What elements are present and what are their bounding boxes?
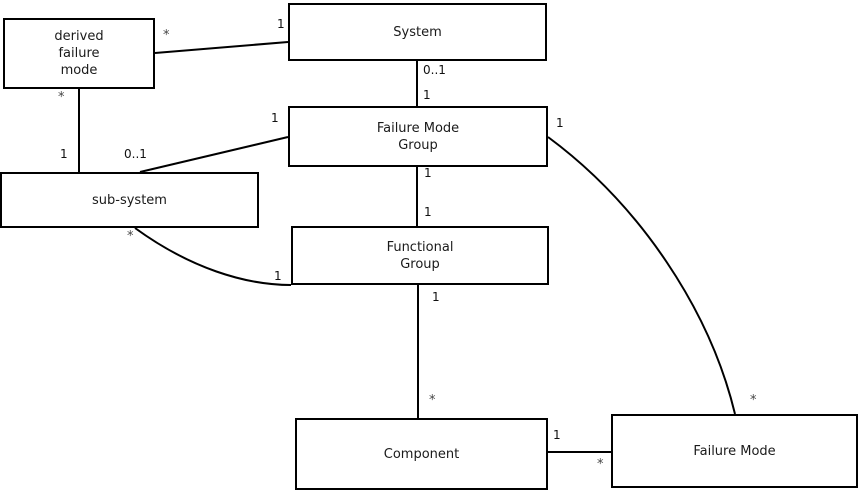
- association-derived-failure-mode--system: [154, 41, 289, 54]
- multiplicity-fmg-to-fg-one: 1: [424, 166, 432, 180]
- multiplicity-dfm-to-subsystem-star: *: [58, 90, 65, 105]
- multiplicity-fg-from-subsystem-one: 1: [274, 269, 282, 283]
- multiplicity-fg-from-fmg-one: 1: [424, 205, 432, 219]
- multiplicity-component-to-fm-one: 1: [553, 428, 561, 442]
- class-name-derived-failure-mode: derived failure mode: [54, 29, 104, 78]
- class-box-failure-mode-group[interactable]: Failure Mode Group: [288, 106, 548, 167]
- class-name-sub-system: sub-system: [92, 192, 167, 208]
- association-sub-system--failure-mode-group: [139, 136, 289, 173]
- multiplicity-fmg-from-system-one: 1: [423, 88, 431, 102]
- multiplicity-fm-from-fmg-star: *: [750, 393, 757, 408]
- class-box-failure-mode[interactable]: Failure Mode: [611, 414, 858, 488]
- multiplicity-subsystem-to-fmg-zero-one: 0..1: [124, 147, 147, 161]
- multiplicity-dfm-to-system-star: *: [163, 28, 170, 43]
- multiplicity-fmg-from-subsystem-one: 1: [271, 111, 279, 125]
- multiplicity-fg-to-component-one: 1: [432, 290, 440, 304]
- class-name-system: System: [393, 24, 442, 40]
- association-failure-mode-group--failure-mode: [547, 136, 736, 415]
- class-name-failure-mode: Failure Mode: [693, 443, 776, 459]
- multiplicity-system-from-dfm-one: 1: [277, 17, 285, 31]
- multiplicity-fmg-to-fm-one: 1: [556, 116, 564, 130]
- class-name-component: Component: [383, 446, 460, 462]
- association-sub-system--functional-group: [134, 227, 292, 286]
- class-name-functional-group: Functional Group: [386, 239, 454, 272]
- multiplicity-system-to-fmg-zero-one: 0..1: [423, 63, 446, 77]
- class-box-component[interactable]: Component: [295, 418, 548, 490]
- multiplicity-subsystem-from-dfm-one: 1: [60, 147, 68, 161]
- multiplicity-component-from-fg-star: *: [429, 393, 436, 408]
- multiplicity-fm-from-component-star: *: [597, 457, 604, 472]
- multiplicity-subsystem-to-fg-star: *: [127, 229, 134, 244]
- class-box-sub-system[interactable]: sub-system: [0, 172, 259, 228]
- class-name-failure-mode-group: Failure Mode Group: [376, 120, 460, 153]
- class-box-functional-group[interactable]: Functional Group: [291, 226, 549, 285]
- class-box-system[interactable]: System: [288, 3, 547, 61]
- class-box-derived-failure-mode[interactable]: derived failure mode: [3, 18, 155, 89]
